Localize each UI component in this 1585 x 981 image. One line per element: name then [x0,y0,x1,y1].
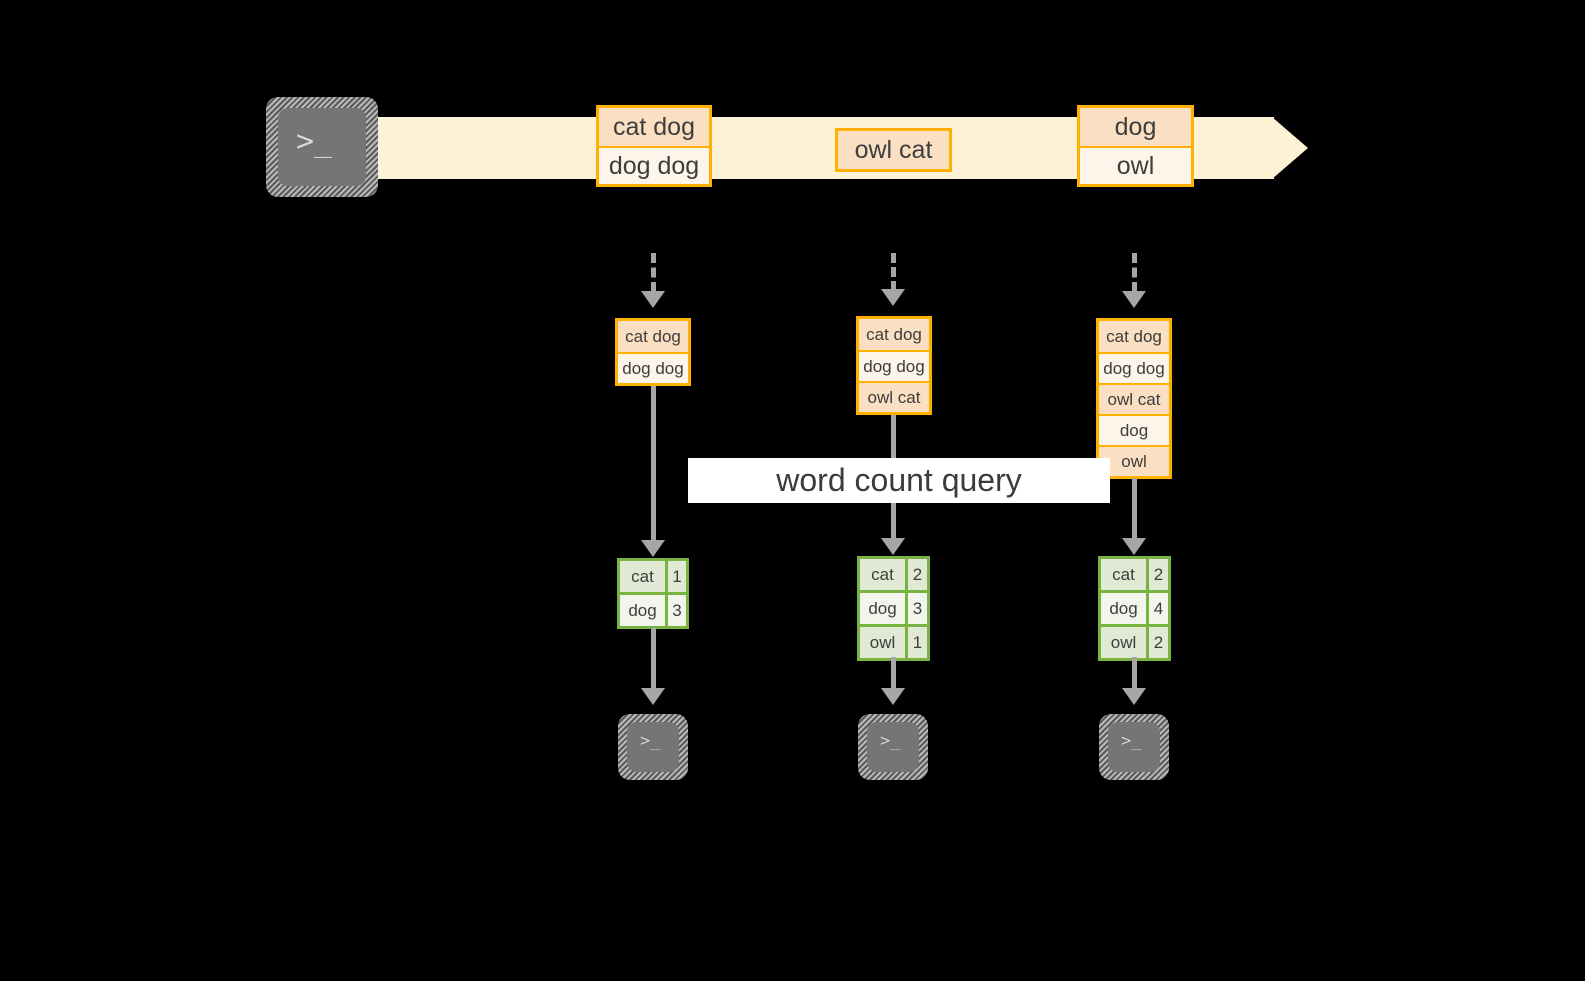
arrowhead-down [1122,688,1146,705]
sink-terminal-icon-trigger-1: >_ [618,714,688,780]
stream-batch-row: dog dog [599,146,709,184]
terminal-prompt-glyph: >_ [1121,731,1142,751]
sink-terminal-icon-trigger-3: >_ [1099,714,1169,780]
result-word: cat [1101,559,1149,590]
input-table-row: dog dog [618,352,688,383]
query-label-band: word count query [688,458,1110,503]
query-label-text: word count query [776,462,1022,498]
stream-batch-row: owl cat [838,131,949,169]
input-table-row: dog [1099,414,1169,445]
sink-connector-trigger-2 [891,657,896,692]
input-table-row: dog dog [859,350,929,381]
terminal-face [278,108,366,186]
result-word: dog [860,593,908,624]
arrowhead-down [641,291,665,308]
input-table-trigger-1: cat dog dog dog [615,318,691,386]
input-table-row: owl cat [859,381,929,412]
input-table-row: owl [1099,445,1169,476]
source-terminal-icon: >_ [266,97,378,197]
result-count: 4 [1149,593,1168,624]
result-count: 2 [1149,559,1168,590]
terminal-face [867,722,919,772]
table-row: owl 2 [1101,624,1168,658]
result-word: dog [1101,593,1149,624]
stream-batch-row: cat dog [599,108,709,146]
result-word: owl [1101,627,1149,658]
table-row: dog 3 [620,592,686,626]
dashed-connector-trigger-1 [651,253,656,292]
result-count: 3 [908,593,927,624]
stream-batch-1: cat dog dog dog [596,105,712,187]
sink-terminal-icon-trigger-2: >_ [858,714,928,780]
table-row: cat 2 [1101,559,1168,590]
arrowhead-down [641,688,665,705]
result-word: cat [860,559,908,590]
table-row: cat 1 [620,561,686,592]
input-table-row: cat dog [859,319,929,350]
stream-batch-row: owl [1080,146,1191,184]
stream-arrowhead [1272,117,1308,179]
arrowhead-down [881,688,905,705]
result-table-trigger-3: cat 2 dog 4 owl 2 [1098,556,1171,661]
sink-connector-trigger-3 [1132,657,1137,692]
result-word: owl [860,627,908,658]
arrowhead-down [641,540,665,557]
result-count: 1 [908,627,927,658]
arrowhead-down [881,289,905,306]
result-count: 2 [1149,627,1168,658]
dashed-connector-trigger-3 [1132,253,1137,292]
table-row: dog 3 [860,590,927,624]
result-count: 1 [668,561,686,592]
input-table-row: dog dog [1099,352,1169,383]
sink-connector-trigger-1 [651,628,656,692]
query-connector-trigger-1 [651,386,656,546]
result-table-trigger-2: cat 2 dog 3 owl 1 [857,556,930,661]
stream-batch-3: dog owl [1077,105,1194,187]
terminal-prompt-glyph: >_ [880,731,901,751]
result-word: dog [620,595,668,626]
result-table-trigger-1: cat 1 dog 3 [617,558,689,629]
table-row: owl 1 [860,624,927,658]
table-row: dog 4 [1101,590,1168,624]
arrowhead-down [1122,291,1146,308]
arrowhead-down [1122,538,1146,555]
input-table-row: cat dog [1099,321,1169,352]
input-table-row: owl cat [1099,383,1169,414]
table-row: cat 2 [860,559,927,590]
input-table-row: cat dog [618,321,688,352]
dashed-connector-trigger-2 [891,253,896,291]
result-count: 3 [668,595,686,626]
result-count: 2 [908,559,927,590]
input-table-trigger-3: cat dog dog dog owl cat dog owl [1096,318,1172,479]
stream-batch-row: dog [1080,108,1191,146]
terminal-prompt-glyph: >_ [296,124,333,159]
terminal-prompt-glyph: >_ [640,731,661,751]
arrowhead-down [881,538,905,555]
input-table-trigger-2: cat dog dog dog owl cat [856,316,932,415]
query-connector-trigger-3 [1132,478,1137,544]
stream-batch-2: owl cat [835,128,952,172]
terminal-face [1108,722,1160,772]
result-word: cat [620,561,668,592]
terminal-face [627,722,679,772]
